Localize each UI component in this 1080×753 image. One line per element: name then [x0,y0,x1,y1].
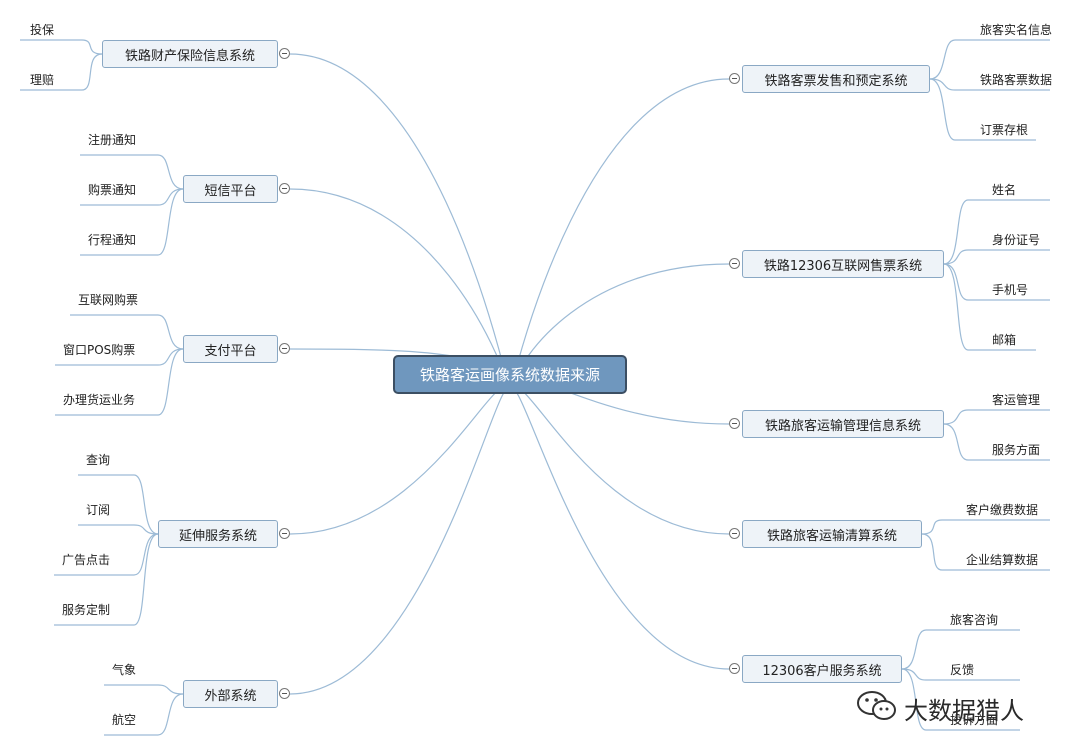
collapse-toggle-icon[interactable] [729,528,740,539]
topic-sms-platform[interactable]: 短信平台 [183,175,278,203]
watermark-text: 大数据猎人 [904,696,1024,725]
leaf-enterprise-settlement[interactable]: 企业结算数据 [966,553,1039,567]
leaf-email[interactable]: 邮箱 [992,333,1017,347]
leaf-internet-purchase[interactable]: 互联网购票 [78,293,139,307]
leaf-id-number[interactable]: 身份证号 [992,233,1041,247]
collapse-toggle-icon[interactable] [279,343,290,354]
collapse-toggle-icon[interactable] [729,418,740,429]
topic-extended-service[interactable]: 延伸服务系统 [158,520,278,548]
topic-12306-customer-service[interactable]: 12306客户服务系统 [742,655,902,683]
leaf-trip-notice[interactable]: 行程通知 [88,233,137,247]
collapse-toggle-icon[interactable] [729,663,740,674]
topic-passenger-clearing[interactable]: 铁路旅客运输清算系统 [742,520,922,548]
collapse-toggle-icon[interactable] [279,688,290,699]
leaf-freight-business[interactable]: 办理货运业务 [63,393,136,407]
leaf-query[interactable]: 查询 [86,453,111,467]
watermark: 大数据猎人 [856,688,1024,728]
collapse-toggle-icon[interactable] [729,73,740,84]
central-topic[interactable]: 铁路客运画像系统数据来源 [393,355,627,394]
leaf-ticket-data[interactable]: 铁路客票数据 [980,73,1053,87]
leaf-window-pos[interactable]: 窗口POS购票 [63,343,136,357]
leaf-purchase-notice[interactable]: 购票通知 [88,183,137,197]
topic-external-systems[interactable]: 外部系统 [183,680,278,708]
collapse-toggle-icon[interactable] [729,258,740,269]
leaf-weather[interactable]: 气象 [112,663,137,677]
topic-railway-property-insurance[interactable]: 铁路财产保险信息系统 [102,40,278,68]
leaf-name[interactable]: 姓名 [992,183,1017,197]
wechat-icon [856,689,898,727]
leaf-passenger-consult[interactable]: 旅客咨询 [950,613,999,627]
topic-ticket-sale-booking[interactable]: 铁路客票发售和预定系统 [742,65,930,93]
leaf-service-aspect[interactable]: 服务方面 [992,443,1041,457]
leaf-phone[interactable]: 手机号 [992,283,1029,297]
topic-12306-internet-ticketing[interactable]: 铁路12306互联网售票系统 [742,250,944,278]
topic-payment-platform[interactable]: 支付平台 [183,335,278,363]
leaf-aviation[interactable]: 航空 [112,713,137,727]
leaf-passenger-mgmt[interactable]: 客运管理 [992,393,1041,407]
collapse-toggle-icon[interactable] [279,183,290,194]
topic-passenger-transport-mis[interactable]: 铁路旅客运输管理信息系统 [742,410,944,438]
collapse-toggle-icon[interactable] [279,528,290,539]
leaf-ad-click[interactable]: 广告点击 [62,553,111,567]
leaf-customer-payment[interactable]: 客户缴费数据 [966,503,1039,517]
leaf-passenger-realname[interactable]: 旅客实名信息 [980,23,1053,37]
leaf-feedback[interactable]: 反馈 [950,663,975,677]
leaf-register-notice[interactable]: 注册通知 [88,133,137,147]
leaf-complaint[interactable]: 投诉方面 [950,713,999,727]
leaf-subscribe[interactable]: 订阅 [86,503,111,517]
leaf-insure[interactable]: 投保 [30,23,55,37]
collapse-toggle-icon[interactable] [279,48,290,59]
leaf-service-custom[interactable]: 服务定制 [62,603,111,617]
leaf-booking-stub[interactable]: 订票存根 [980,123,1029,137]
leaf-claims[interactable]: 理赔 [30,73,55,87]
